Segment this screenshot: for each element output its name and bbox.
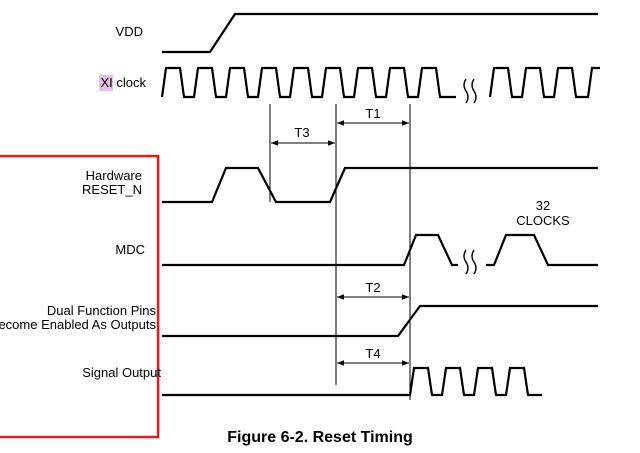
dual-function-waveform	[162, 304, 598, 338]
t1-label: T1	[365, 106, 380, 121]
hw-reset-label-line2: RESET_N	[82, 182, 142, 197]
hw-reset-waveform	[162, 166, 598, 204]
mdc-waveform-right	[486, 233, 598, 267]
vdd-waveform	[162, 12, 598, 54]
xi-clock-break-mark	[463, 78, 477, 104]
xi-label-suffix: clock	[113, 75, 147, 90]
xi-clock-waveform-right	[488, 66, 600, 99]
mdc-break-mark	[463, 249, 477, 275]
xi-label-prefix: XI	[100, 75, 112, 90]
signal-output-waveform	[162, 366, 542, 397]
mdc-label: MDC	[115, 242, 145, 257]
xi-clock-label: XI clock	[100, 75, 146, 90]
hw-reset-label-line1: Hardware	[86, 168, 142, 183]
vdd-label: VDD	[116, 24, 143, 39]
xi-clock-waveform-left	[160, 66, 456, 99]
dual-function-label-line1: Dual Function Pins	[47, 303, 157, 318]
figure-caption: Figure 6-2. Reset Timing	[227, 429, 413, 446]
signal-output-label: Signal Output	[82, 365, 161, 380]
xi-highlight	[99, 75, 113, 91]
dual-function-label-line2: Become Enabled As Outputs	[0, 317, 156, 332]
mdc-waveform-left	[162, 233, 458, 267]
highlight-box	[0, 154, 160, 439]
t2-label: T2	[365, 280, 380, 295]
t4-label: T4	[365, 346, 380, 361]
t3-label: T3	[294, 125, 309, 140]
mdc-clock-count: 32	[536, 198, 550, 213]
mdc-clock-count-unit: CLOCKS	[516, 213, 570, 228]
